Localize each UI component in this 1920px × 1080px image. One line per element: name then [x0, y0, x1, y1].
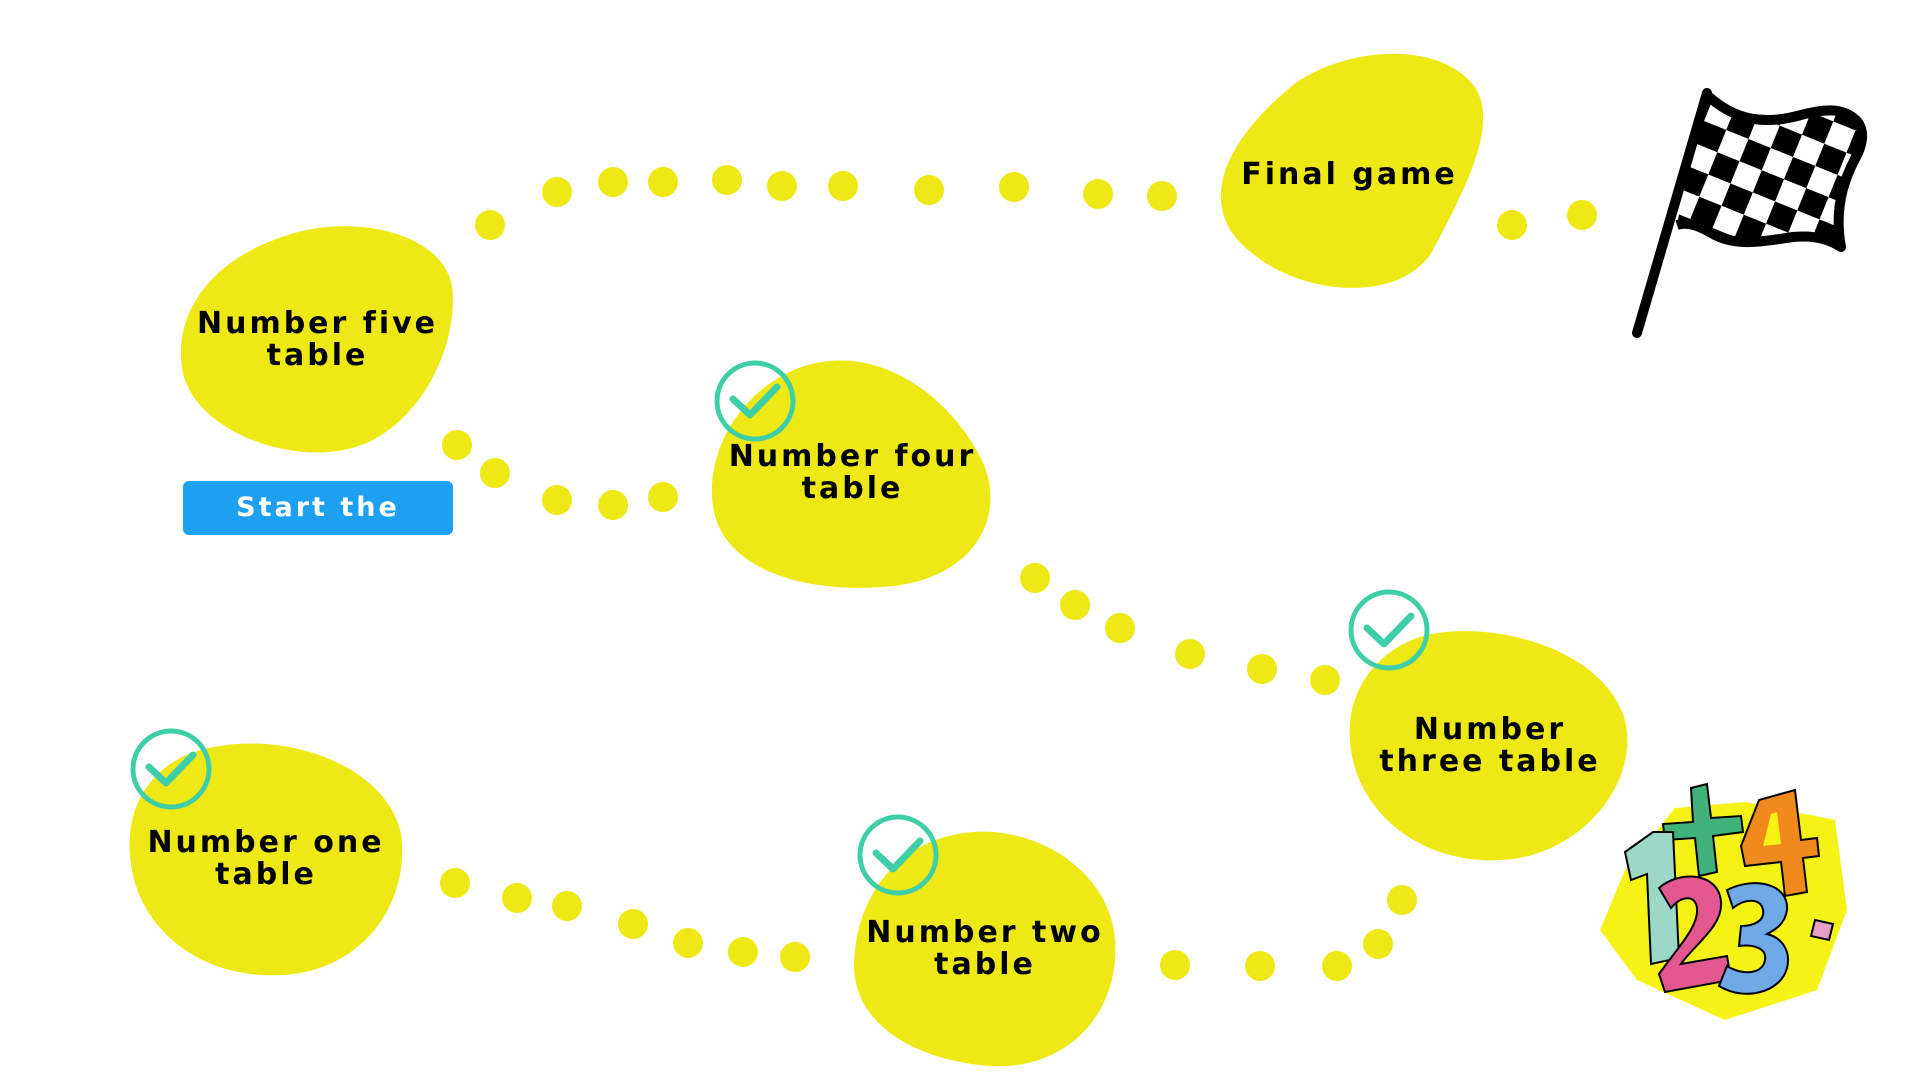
- node-number-two[interactable]: Number two table: [852, 830, 1118, 1068]
- path-dot: [1322, 951, 1352, 981]
- path-dot: [542, 177, 572, 207]
- path-dot: [999, 172, 1029, 202]
- path-dot: [1387, 885, 1417, 915]
- path-dot: [1245, 951, 1275, 981]
- blob-shape: [1349, 631, 1628, 861]
- path-dot: [542, 485, 572, 515]
- node-label: Number four table: [728, 439, 977, 506]
- node-label: Number one table: [147, 824, 385, 892]
- path-dot: [1567, 200, 1597, 230]
- path-dot: [728, 937, 758, 967]
- path-dot: [828, 171, 858, 201]
- path-dot: [1310, 665, 1340, 695]
- path-dot: [648, 167, 678, 197]
- path-dot: [767, 171, 797, 201]
- blob-shape: [180, 226, 453, 453]
- path-dot: [1247, 654, 1277, 684]
- path-dot: [442, 430, 472, 460]
- path-dot: [598, 490, 628, 520]
- path-dot: [475, 210, 505, 240]
- path-dot: [440, 868, 470, 898]
- path-dot: [1147, 181, 1177, 211]
- path-dot: [1083, 179, 1113, 209]
- path-dot: [1105, 613, 1135, 643]
- path-dot: [1497, 210, 1527, 240]
- blob-shape: [711, 360, 991, 588]
- checkered-flag-icon: [1615, 85, 1895, 345]
- completed-check-icon: [712, 358, 798, 444]
- node-number-five[interactable]: Number five table: [180, 222, 455, 457]
- node-label: Final game: [1241, 157, 1458, 192]
- blob-shape: [129, 743, 403, 976]
- node-number-four[interactable]: Number four table: [710, 357, 995, 589]
- node-label: Number two table: [866, 915, 1104, 982]
- path-dot: [1060, 590, 1090, 620]
- completed-check-icon: [1346, 587, 1432, 673]
- node-label: Number three table: [1379, 712, 1601, 779]
- path-dot: [480, 458, 510, 488]
- path-dot: [502, 883, 532, 913]
- path-dot: [780, 942, 810, 972]
- path-dot: [673, 928, 703, 958]
- path-dot: [598, 167, 628, 197]
- completed-check-icon: [855, 812, 941, 898]
- blob-shape: [1220, 53, 1484, 288]
- path-dot: [914, 175, 944, 205]
- path-dot: [1020, 563, 1050, 593]
- completed-check-icon: [128, 726, 214, 812]
- path-dot: [648, 482, 678, 512]
- numbers-1234-clipart: [1595, 780, 1860, 1025]
- path-dot: [1175, 639, 1205, 669]
- node-label: Number five table: [196, 305, 439, 373]
- path-dot: [618, 909, 648, 939]
- path-dot: [1160, 950, 1190, 980]
- node-number-one[interactable]: Number one table: [128, 742, 404, 976]
- blob-shape: [853, 831, 1116, 1067]
- path-dot: [712, 165, 742, 195]
- path-dot: [1363, 929, 1393, 959]
- node-final-game[interactable]: Final game: [1212, 53, 1487, 295]
- node-number-three[interactable]: Number three table: [1349, 630, 1630, 862]
- path-dot: [552, 891, 582, 921]
- start-lesson-button[interactable]: Start the lesson: [183, 481, 453, 577]
